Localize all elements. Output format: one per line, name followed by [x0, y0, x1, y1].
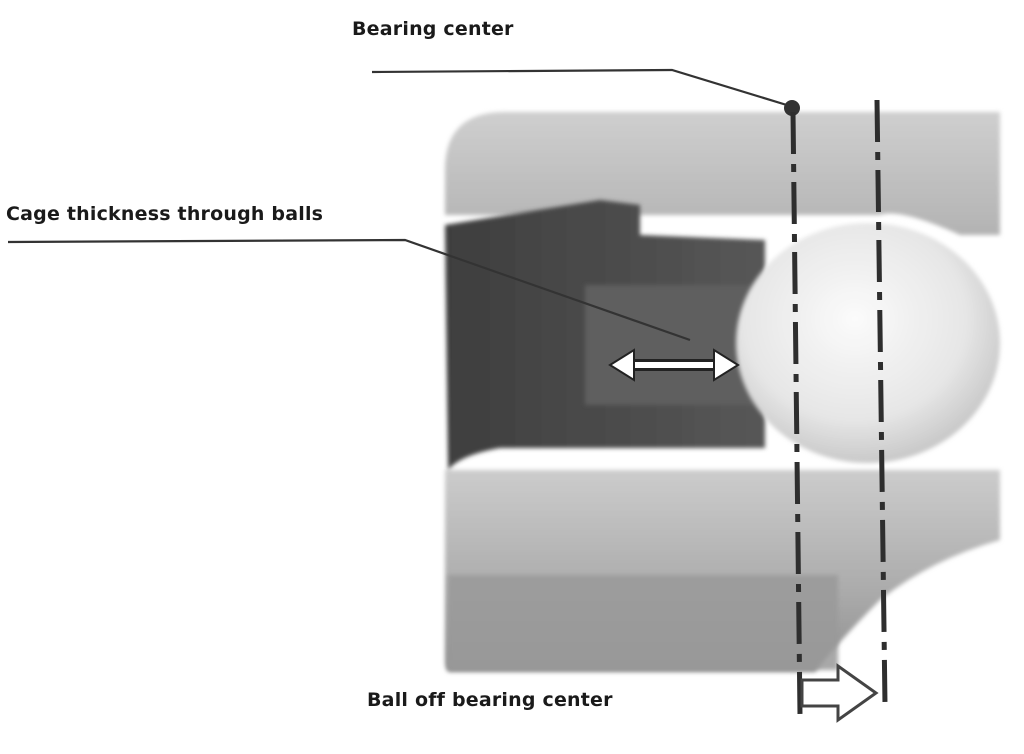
bearing-centerline: [790, 111, 803, 716]
ball: [736, 223, 1000, 463]
pivot-dot-icon: [784, 100, 800, 116]
cage-thickness-leader-line: [7, 238, 691, 342]
ball-off-center-label: Ball off bearing center: [367, 689, 613, 711]
bearing-center-leader-line: [371, 68, 791, 108]
cage-thickness-label: Cage thickness through balls: [6, 203, 324, 225]
double-headed-arrow-icon: [608, 348, 740, 382]
inner-ring-lower-band: [448, 575, 838, 670]
bearing-center-label: Bearing center: [352, 18, 514, 40]
right-hollow-arrow-icon: [800, 663, 879, 723]
ball-centerline: [874, 99, 888, 706]
cage-pocket: [585, 285, 755, 405]
